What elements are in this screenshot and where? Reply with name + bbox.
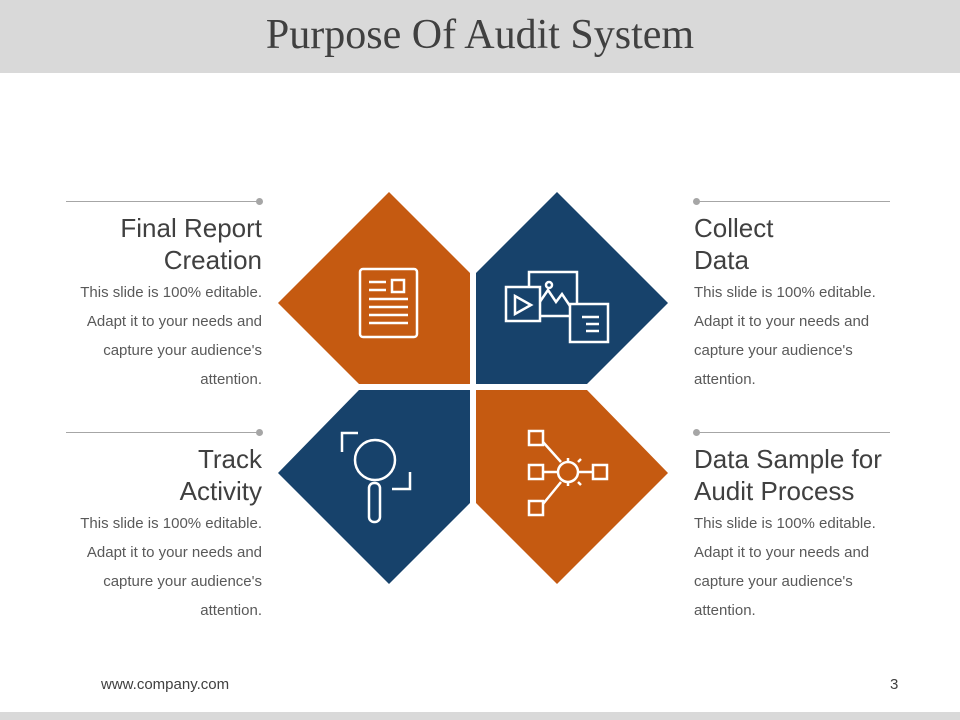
body-line: This slide is 100% editable. [694, 284, 876, 301]
block-body: This slide is 100% editable. Adapt it to… [66, 278, 262, 394]
divider-line [66, 198, 263, 205]
title-bar [0, 0, 960, 73]
heading-line: Data Sample for [694, 444, 882, 474]
body-line: attention. [694, 371, 756, 388]
body-line: attention. [200, 371, 262, 388]
body-line: attention. [200, 602, 262, 619]
diamond-bottom-left [278, 390, 470, 584]
bottom-bar [0, 712, 960, 720]
divider-line [693, 429, 890, 436]
footer-url: www.company.com [101, 676, 230, 693]
divider-dot [693, 198, 700, 205]
heading-line: Final Report [120, 213, 262, 243]
block-body: This slide is 100% editable. Adapt it to… [694, 509, 890, 625]
heading-line: Data [694, 245, 749, 275]
divider-dot [256, 198, 263, 205]
block-heading: Track Activity [66, 443, 262, 507]
block-body: This slide is 100% editable. Adapt it to… [66, 509, 262, 625]
block-heading: Collect Data [694, 212, 894, 276]
body-line: capture your audience's [103, 342, 262, 359]
body-line: capture your audience's [694, 573, 853, 590]
body-line: capture your audience's [694, 342, 853, 359]
diamond-bottom-right [476, 390, 668, 584]
body-line: attention. [694, 602, 756, 619]
block-data-sample: Data Sample for Audit Process This slide… [693, 429, 890, 625]
body-line: Adapt it to your needs and [694, 544, 870, 561]
process-network-icon [527, 429, 609, 517]
divider-line [693, 198, 890, 205]
divider-dot [693, 429, 700, 436]
body-line: Adapt it to your needs and [86, 313, 262, 330]
block-track-activity: Track Activity This slide is 100% editab… [66, 429, 263, 625]
document-icon [358, 267, 419, 339]
body-line: This slide is 100% editable. [80, 284, 262, 301]
slide-title: Purpose Of Audit System [265, 12, 695, 58]
magnifier-icon [340, 431, 412, 524]
divider-line [66, 429, 263, 436]
heading-line: Creation [163, 245, 262, 275]
body-line: capture your audience's [103, 573, 262, 590]
diamond-top-left [278, 192, 470, 384]
block-body: This slide is 100% editable. Adapt it to… [694, 278, 890, 394]
block-heading: Final Report Creation [66, 212, 262, 276]
block-final-report: Final Report Creation This slide is 100%… [66, 198, 263, 394]
heading-line: Activity [179, 476, 262, 506]
heading-line: Track [197, 444, 262, 474]
body-line: Adapt it to your needs and [694, 313, 870, 330]
divider-dot [256, 429, 263, 436]
body-line: This slide is 100% editable. [80, 515, 262, 532]
body-line: Adapt it to your needs and [86, 544, 262, 561]
heading-line: Collect [694, 213, 774, 243]
page-number: 3 [890, 676, 899, 693]
media-files-icon [504, 270, 610, 344]
heading-line: Audit Process [694, 476, 855, 506]
block-collect-data: Collect Data This slide is 100% editable… [693, 198, 890, 394]
block-heading: Data Sample for Audit Process [694, 443, 894, 507]
body-line: This slide is 100% editable. [694, 515, 876, 532]
